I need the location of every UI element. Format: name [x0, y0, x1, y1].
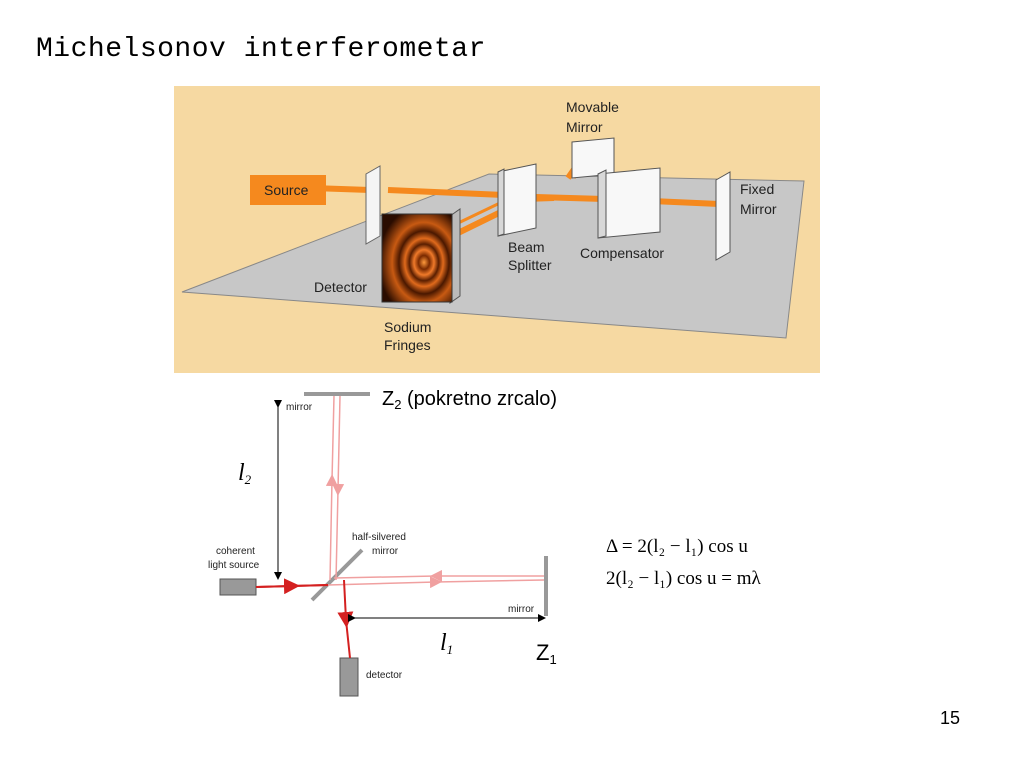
z2-label: Z2 (pokretno zrcalo)	[382, 388, 558, 412]
detector-label-bottom: detector	[366, 670, 403, 681]
z1-label: Z1	[536, 640, 557, 667]
half-silvered-mirror	[310, 548, 364, 602]
half-silvered-label: half-silvered	[352, 532, 406, 543]
sodium-fringes-image	[381, 213, 453, 303]
coherent-label: coherent	[216, 546, 255, 557]
equation-interference-condition: 2(l₂ − l₁) cos u = mλ	[606, 568, 761, 589]
equation-path-difference: Δ = 2(l₂ − l₁) cos u	[606, 536, 748, 557]
compensator	[597, 167, 661, 239]
l2-label: l2	[238, 460, 252, 487]
fixed-mirror-label: Mirror	[740, 201, 777, 217]
detector-label: Detector	[314, 279, 367, 295]
fixed-label: Fixed	[740, 181, 774, 197]
movable-mirror	[571, 137, 615, 179]
beam-splitter-edge	[497, 168, 505, 237]
l1-label: l1	[440, 630, 454, 657]
movable-label: Movable	[566, 99, 619, 115]
light-source-label: light source	[208, 560, 260, 571]
page-number: 15	[940, 708, 961, 728]
compensator-edge	[597, 169, 607, 239]
fixed-mirror	[715, 171, 731, 261]
right-mirror-label: mirror	[508, 604, 535, 615]
apparatus-illustration: Source Detector Sodium Fringes Beam Spli…	[174, 86, 820, 373]
splitter-label: Splitter	[508, 257, 552, 273]
compensator-label: Compensator	[580, 245, 664, 261]
light-source-box	[219, 578, 257, 596]
source-box	[250, 175, 326, 205]
slide-title: Michelsonov interferometar	[36, 34, 486, 65]
movable-mirror-label: Mirror	[566, 119, 603, 135]
source-label: Source	[264, 182, 309, 198]
beam-label: Beam	[508, 239, 545, 255]
fringes-label: Fringes	[384, 337, 431, 353]
light-rays	[255, 395, 545, 659]
detector-box	[339, 657, 359, 697]
source-plate	[365, 165, 381, 245]
schematic-diagram: mirror mirror half-silvered mirror coher…	[208, 392, 548, 697]
half-silvered-mirror-label: mirror	[372, 546, 399, 557]
sodium-label: Sodium	[384, 319, 431, 335]
top-mirror-label: mirror	[286, 402, 313, 413]
